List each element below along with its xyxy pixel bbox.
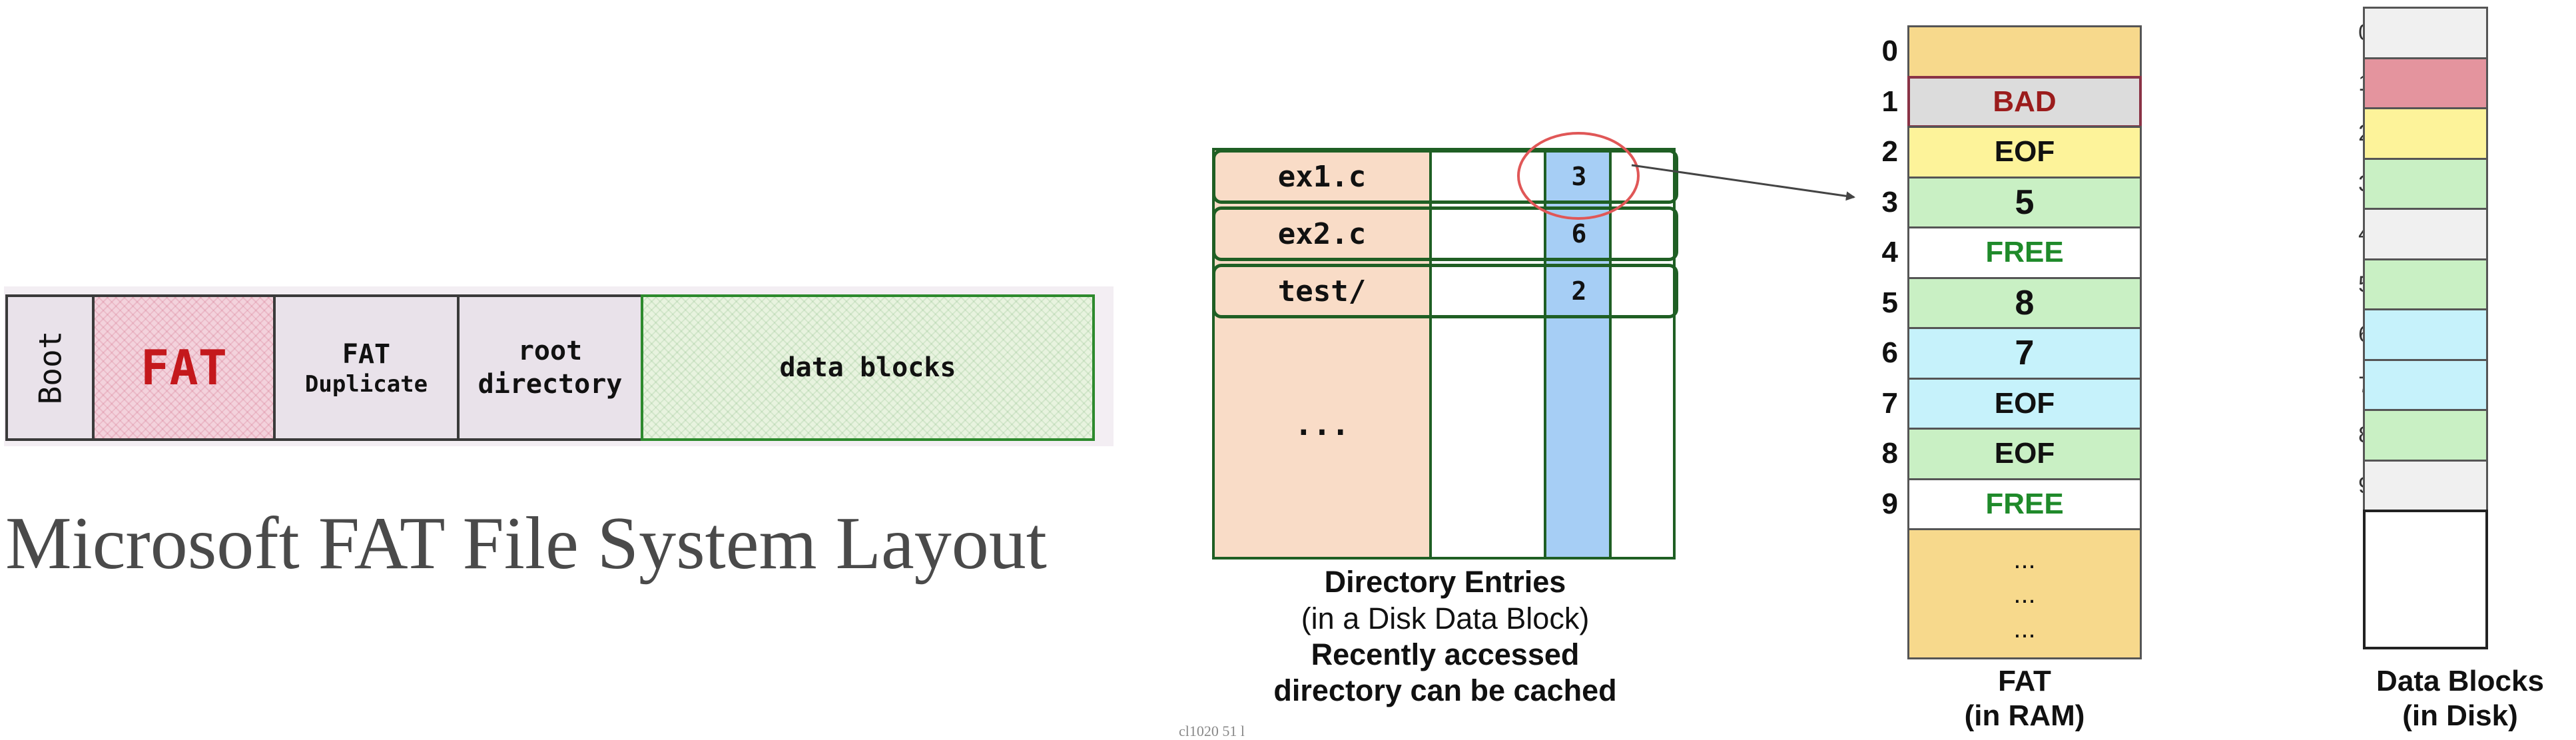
directory-entry-name: ex2.c xyxy=(1277,216,1367,251)
fat-caption-subtitle: (in RAM) xyxy=(1964,699,2085,732)
directory-more-entries: ... xyxy=(1294,406,1350,442)
fat-ellipsis: ... xyxy=(2013,579,2036,609)
root-directory-label-line2: directory xyxy=(478,369,623,400)
directory-caption-title: Directory Entries xyxy=(1324,565,1566,599)
fat-more-entries: ......... xyxy=(1907,528,2142,659)
data-block xyxy=(2363,409,2488,462)
directory-entry-row: ex2.c 6 xyxy=(1212,206,1678,261)
fat-duplicate-label-line1: FAT xyxy=(342,339,391,370)
data-block xyxy=(2363,57,2488,109)
fat-ellipsis: ... xyxy=(2013,544,2036,574)
fat-ellipsis: ... xyxy=(2013,613,2036,643)
directory-caption-subtitle: (in a Disk Data Block) xyxy=(1301,601,1590,635)
data-blocks-caption-subtitle: (in Disk) xyxy=(2402,699,2518,732)
fat-duplicate-label-line2: Duplicate xyxy=(304,371,428,398)
root-directory-region: root directory xyxy=(457,294,643,441)
directory-entry-row: test/ 2 xyxy=(1212,264,1678,318)
data-blocks-label: data blocks xyxy=(779,352,956,383)
fat-entry-index: 7 xyxy=(1881,386,1898,420)
fat-entry-value: FREE xyxy=(1907,226,2142,279)
fat-entry-index: 3 xyxy=(1881,185,1898,218)
fat-entry-value xyxy=(1907,25,2142,78)
layout-title: Microsoft FAT File System Layout xyxy=(5,502,1047,585)
data-block xyxy=(2363,459,2488,512)
fat-entry-index: 5 xyxy=(1881,286,1898,319)
fat-entry-index: 4 xyxy=(1881,236,1898,268)
boot-region: Boot xyxy=(5,294,95,441)
root-directory-label-line1: root xyxy=(517,336,583,366)
data-block xyxy=(2363,107,2488,160)
highlight-circle xyxy=(1517,132,1640,220)
fat-entry-value: 5 xyxy=(1907,176,2142,228)
directory-entry-start-block: 6 xyxy=(1571,219,1587,248)
directory-entry-name: test/ xyxy=(1277,274,1367,308)
fat-entry-value: EOF xyxy=(1907,126,2142,179)
fat-entry-index: 0 xyxy=(1881,35,1898,67)
directory-entry-row: ex1.c 3 xyxy=(1212,149,1678,204)
directory-attr-column xyxy=(1432,148,1546,559)
directory-entry-start-block: 3 xyxy=(1571,162,1587,191)
directory-entry-name: ex1.c xyxy=(1277,159,1367,194)
fat-entry-index: 1 xyxy=(1881,85,1898,118)
pointer-arrow xyxy=(1631,164,1855,201)
fat-label: FAT xyxy=(140,340,228,396)
fat-entry-value: FREE xyxy=(1907,478,2142,530)
directory-caption-note-line1: Recently accessed xyxy=(1311,637,1580,671)
fat-entry-index: 2 xyxy=(1881,135,1898,168)
directory-extra-column xyxy=(1612,148,1676,559)
directory-name-column xyxy=(1212,148,1432,559)
fat-entry-index: 8 xyxy=(1881,437,1898,470)
data-blocks-region: data blocks xyxy=(641,294,1095,441)
fat-entry-index: 9 xyxy=(1881,487,1898,520)
data-block xyxy=(2363,208,2488,260)
data-blocks-caption-title: Data Blocks xyxy=(2376,665,2544,697)
fat-entry-value: 7 xyxy=(1907,327,2142,380)
fat-entry-index: 6 xyxy=(1881,336,1898,369)
data-block xyxy=(2363,157,2488,210)
fat-duplicate-region: FAT Duplicate xyxy=(273,294,460,441)
data-block-remaining xyxy=(2363,510,2488,649)
directory-caption-note-line2: directory can be cached xyxy=(1273,673,1617,707)
fat-caption-title: FAT xyxy=(1998,665,2051,697)
directory-entry-start-block: 2 xyxy=(1571,276,1587,306)
fat-entry-value: EOF xyxy=(1907,377,2142,430)
